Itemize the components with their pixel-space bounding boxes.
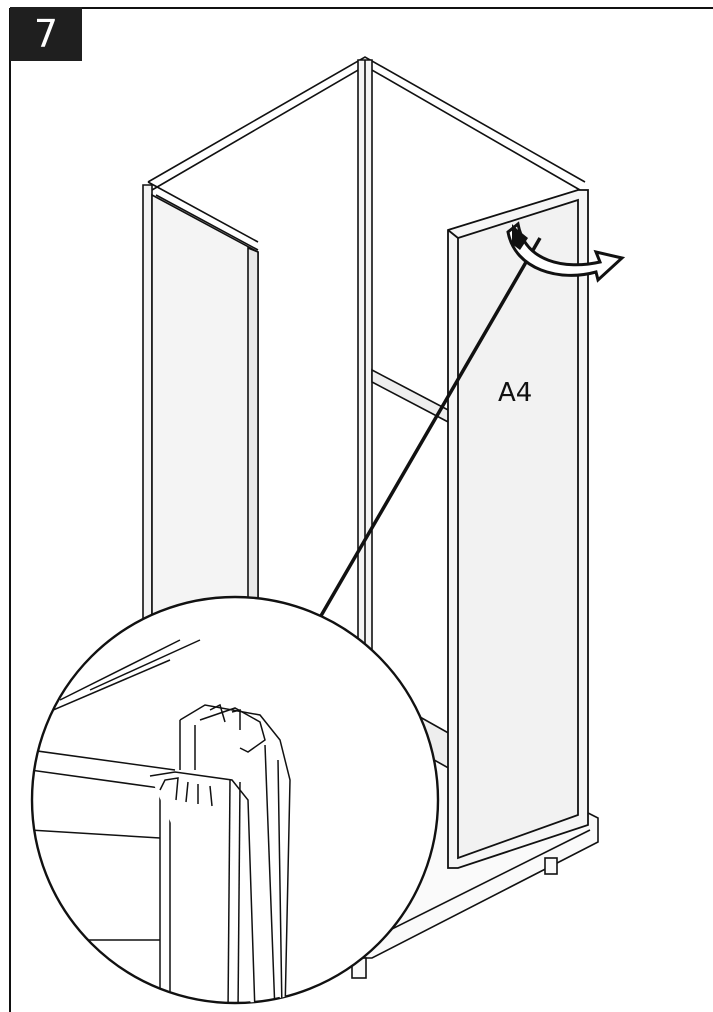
leader-line <box>298 237 542 653</box>
center-back-post <box>357 59 373 741</box>
curved-rotate-arrow-icon <box>506 221 626 283</box>
right-panel-a4 <box>447 189 589 869</box>
step-number-badge: 7 <box>10 7 82 61</box>
magnified-detail-callout <box>30 595 440 1005</box>
page-border <box>9 7 713 1012</box>
part-label: A4 <box>498 378 533 408</box>
